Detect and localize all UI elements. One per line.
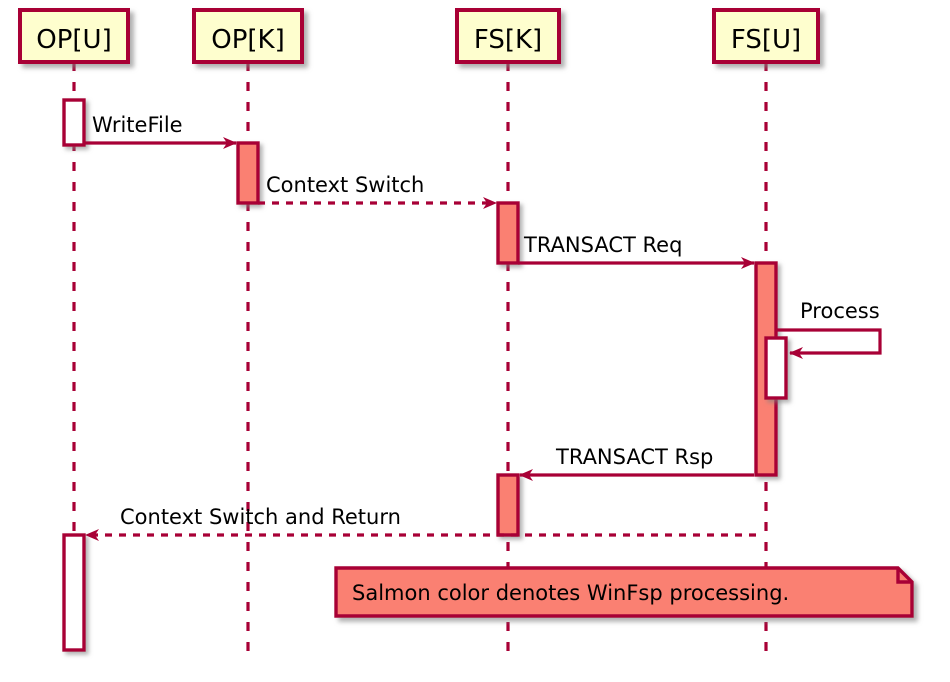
activation-opu-initial: [62, 98, 86, 147]
participant-box-fsk[interactable]: FS[K]: [455, 8, 561, 64]
message-context-switch[interactable]: Context Switch: [258, 173, 497, 209]
participant-box-fsu[interactable]: FS[U]: [712, 8, 820, 64]
note-text: Salmon color denotes WinFsp processing.: [352, 581, 789, 605]
message-label-transact-rsp: TRANSACT Rsp: [555, 445, 713, 469]
note-shape: [334, 566, 914, 618]
participant-label-fsk: FS[K]: [474, 25, 542, 55]
participant-box-opu[interactable]: OP[U]: [18, 8, 130, 64]
message-arrow-process: [776, 328, 882, 359]
message-transact-req[interactable]: TRANSACT Req: [518, 233, 755, 269]
message-label-context-switch-and-return: Context Switch and Return: [120, 505, 401, 529]
activation-fsk-winfsp: [496, 201, 520, 265]
message-context-switch-and-return[interactable]: Context Switch and Return: [85, 505, 756, 541]
activation-fsu-process-nested: [764, 336, 788, 400]
participant-rect-fsk: [455, 8, 561, 64]
participant-rect-opu: [18, 8, 130, 64]
message-writefile[interactable]: WriteFile: [84, 113, 237, 149]
messages-group: WriteFile Context Switch TRANSACT Req Pr…: [84, 113, 882, 541]
message-label-context-switch: Context Switch: [266, 173, 424, 197]
participant-label-opk: OP[K]: [211, 25, 284, 55]
participant-label-fsu: FS[U]: [731, 25, 801, 55]
message-label-process: Process: [800, 299, 880, 323]
note-fold-icon: [896, 568, 912, 584]
note-salmon-legend[interactable]: Salmon color denotes WinFsp processing.: [334, 566, 914, 618]
participant-rect-fsu: [712, 8, 820, 64]
participant-rect-opk: [192, 8, 304, 64]
participant-box-opk[interactable]: OP[K]: [192, 8, 304, 64]
activations-group: [62, 98, 788, 652]
activation-fsk-return: [496, 473, 520, 537]
participant-boxes-group: OP[U] OP[K] FS[K] FS[U]: [18, 8, 820, 64]
message-process-self[interactable]: Process: [776, 299, 882, 359]
message-label-transact-req: TRANSACT Req: [523, 233, 682, 257]
participant-label-opu: OP[U]: [36, 25, 111, 55]
message-label-writefile: WriteFile: [92, 113, 183, 137]
message-transact-rsp[interactable]: TRANSACT Rsp: [519, 445, 754, 481]
activation-opk-winfsp: [236, 141, 260, 205]
activation-opu-final: [62, 533, 86, 652]
